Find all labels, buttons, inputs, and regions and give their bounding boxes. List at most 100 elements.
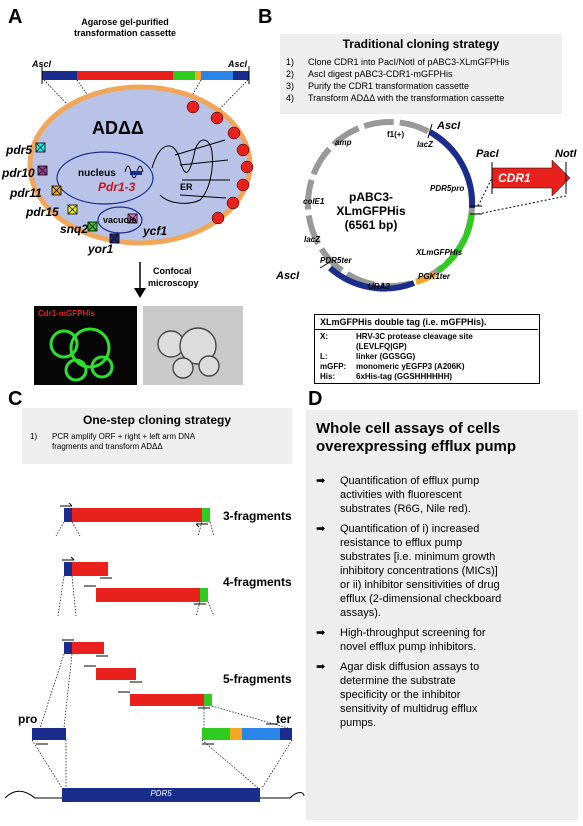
strain-label: ADΔΔ — [92, 118, 144, 138]
step-3: 3)Purify the CDR1 transformation cassett… — [286, 81, 470, 91]
gene-pdr5: pdr5 — [6, 143, 33, 157]
pdr5pro-arc — [428, 129, 476, 209]
cell-diagram — [27, 66, 254, 298]
assay-item-4: ➡ Agar disk diffusion assays to determin… — [316, 661, 480, 729]
ascl-top-cut — [427, 123, 433, 139]
panel-label-d: D — [308, 388, 323, 410]
tag-title: XLmGFPHis double tag (i.e. mGFPHis). — [320, 317, 487, 327]
pump-3 — [227, 126, 241, 140]
confocal-label-1: Confocal — [153, 266, 192, 276]
feat-pgk1ter: PGK1ter — [418, 272, 451, 281]
panel-label-c: C — [8, 388, 23, 410]
feat-pdr5pro: PDR5pro — [430, 184, 465, 193]
cassette-title-2: transformation cassette — [73, 28, 177, 38]
panel-label-b: B — [258, 6, 273, 28]
notl-label: NotI — [555, 148, 577, 160]
er-arms — [174, 139, 230, 199]
pump-6 — [236, 178, 250, 192]
fragments-3 — [60, 502, 210, 528]
fluorescence-micrograph — [34, 306, 137, 385]
gene-pdr11: pdr11 — [10, 186, 42, 200]
cdr1-label: CDR1 — [498, 171, 531, 185]
cdr1-pumps — [186, 100, 254, 225]
feat-xlmgfphis: XLmGFPHis — [416, 248, 463, 257]
tag-row-x: X:HRV-3C protease cleavage site — [320, 332, 473, 341]
xlmgfphis-arc — [436, 212, 475, 274]
feat-cole1: colE1 — [303, 197, 325, 206]
tag-row-mgfp: mGFP:monomeric yEGFP3 (A206K) — [320, 362, 465, 371]
bf-cell-4 — [198, 355, 220, 377]
onestep-step-1: PCR amplify ORF + right + left arm DNA — [52, 432, 196, 441]
cell-outline-1 — [49, 329, 79, 359]
cell-outline-3 — [64, 358, 88, 382]
traditional-title: Traditional cloning strategy — [342, 37, 500, 51]
ascl-bot-cut — [319, 261, 331, 269]
pump-4 — [236, 143, 250, 157]
ascl-left-label: AscI — [32, 59, 52, 69]
pump-5 — [240, 160, 254, 174]
cell-outline-4 — [90, 355, 114, 379]
nucleus — [56, 151, 154, 205]
ter-cassette — [202, 723, 292, 745]
pump-8 — [211, 211, 225, 225]
assays-title-2: overexpressing efflux pump — [316, 438, 517, 455]
dna-squiggle — [124, 165, 144, 179]
assays-title-1: Whole cell assays of cells — [316, 420, 501, 437]
assay-item-2: ➡ Quantification of i) increased resista… — [316, 523, 502, 619]
c-guides — [31, 521, 293, 789]
step-4: 4)Transform ADΔΔ with the transformation… — [286, 93, 505, 103]
tag-row-l: L:linker (GGSGG) — [320, 352, 416, 361]
fragment-diagram — [4, 502, 305, 802]
feat-ascl-bot: AscI — [276, 270, 300, 282]
step-1: 1)Clone CDR1 into PacI/NotI of pABC3-XLm… — [286, 57, 510, 67]
cdr1-arrow — [491, 159, 571, 197]
tag-row-x2: (LEVLFQ|GP) — [356, 342, 407, 351]
label-5-fragments: 5-fragments — [223, 672, 292, 686]
ascl-right-label: AscI — [228, 59, 248, 69]
nucleus-label: nucleus — [78, 168, 116, 179]
plasmid-size: (6561 bp) — [344, 218, 398, 232]
plasmid-name-2: XLmGFPHis — [336, 204, 406, 218]
confocal-arrow-head — [134, 288, 146, 298]
label-ter: ter — [276, 712, 292, 726]
fragments-4 — [62, 556, 208, 605]
assay-list: ➡ Quantification of efflux pump activiti… — [316, 474, 501, 730]
confocal-label-2: microscopy — [148, 278, 199, 288]
guide-notl — [477, 195, 567, 215]
guide-pacl — [477, 177, 493, 207]
gene-pdr10: pdr10 — [2, 166, 35, 180]
integration-site — [130, 171, 142, 175]
pdr13-label: Pdr1-3 — [98, 180, 136, 194]
tag-divider — [314, 329, 538, 330]
pump-1 — [186, 100, 200, 114]
ura3-arc — [328, 265, 416, 292]
brightfield-micrograph — [143, 306, 243, 385]
traditional-steps: 1)Clone CDR1 into PacI/NotI of pABC3-XLm… — [286, 56, 509, 104]
onestep-step-2: fragments and transform ADΔΔ — [52, 442, 163, 451]
tag-box — [314, 314, 540, 384]
pro-block — [32, 728, 66, 740]
onestep-title: One-step cloning strategy — [82, 413, 232, 427]
step-2: 2)AscI digest pABC3-CDR1-mGFPHis — [286, 69, 453, 79]
vacuole — [97, 206, 143, 234]
feat-lacz-top: lacZ — [417, 140, 434, 149]
feat-pdr5ter: PDR5ter — [320, 256, 352, 265]
arrow-icon: ➡ — [316, 523, 326, 535]
label-4-fragments: 4-fragments — [223, 575, 292, 589]
pacl-label: PacI — [476, 148, 499, 160]
gene-yor1: yor1 — [88, 242, 114, 256]
feat-f1: f1(+) — [387, 130, 405, 139]
tag-rows: X:HRV-3C protease cleavage site (LEVLFQ|… — [320, 332, 473, 382]
bf-cell-3 — [172, 357, 194, 379]
feat-amp: amp — [335, 138, 352, 147]
label-pdr5: PDR5 — [150, 789, 172, 798]
cell-outline-2 — [69, 327, 111, 369]
panel-label-a: A — [8, 6, 23, 28]
er-membrane — [151, 139, 213, 204]
er-label: ER — [180, 182, 193, 192]
feat-ura3: URA3 — [368, 282, 390, 291]
label-pro: pro — [18, 712, 38, 726]
pgk1ter-arc — [415, 271, 437, 285]
bf-cell-2 — [179, 327, 217, 365]
pump-7 — [226, 196, 240, 210]
